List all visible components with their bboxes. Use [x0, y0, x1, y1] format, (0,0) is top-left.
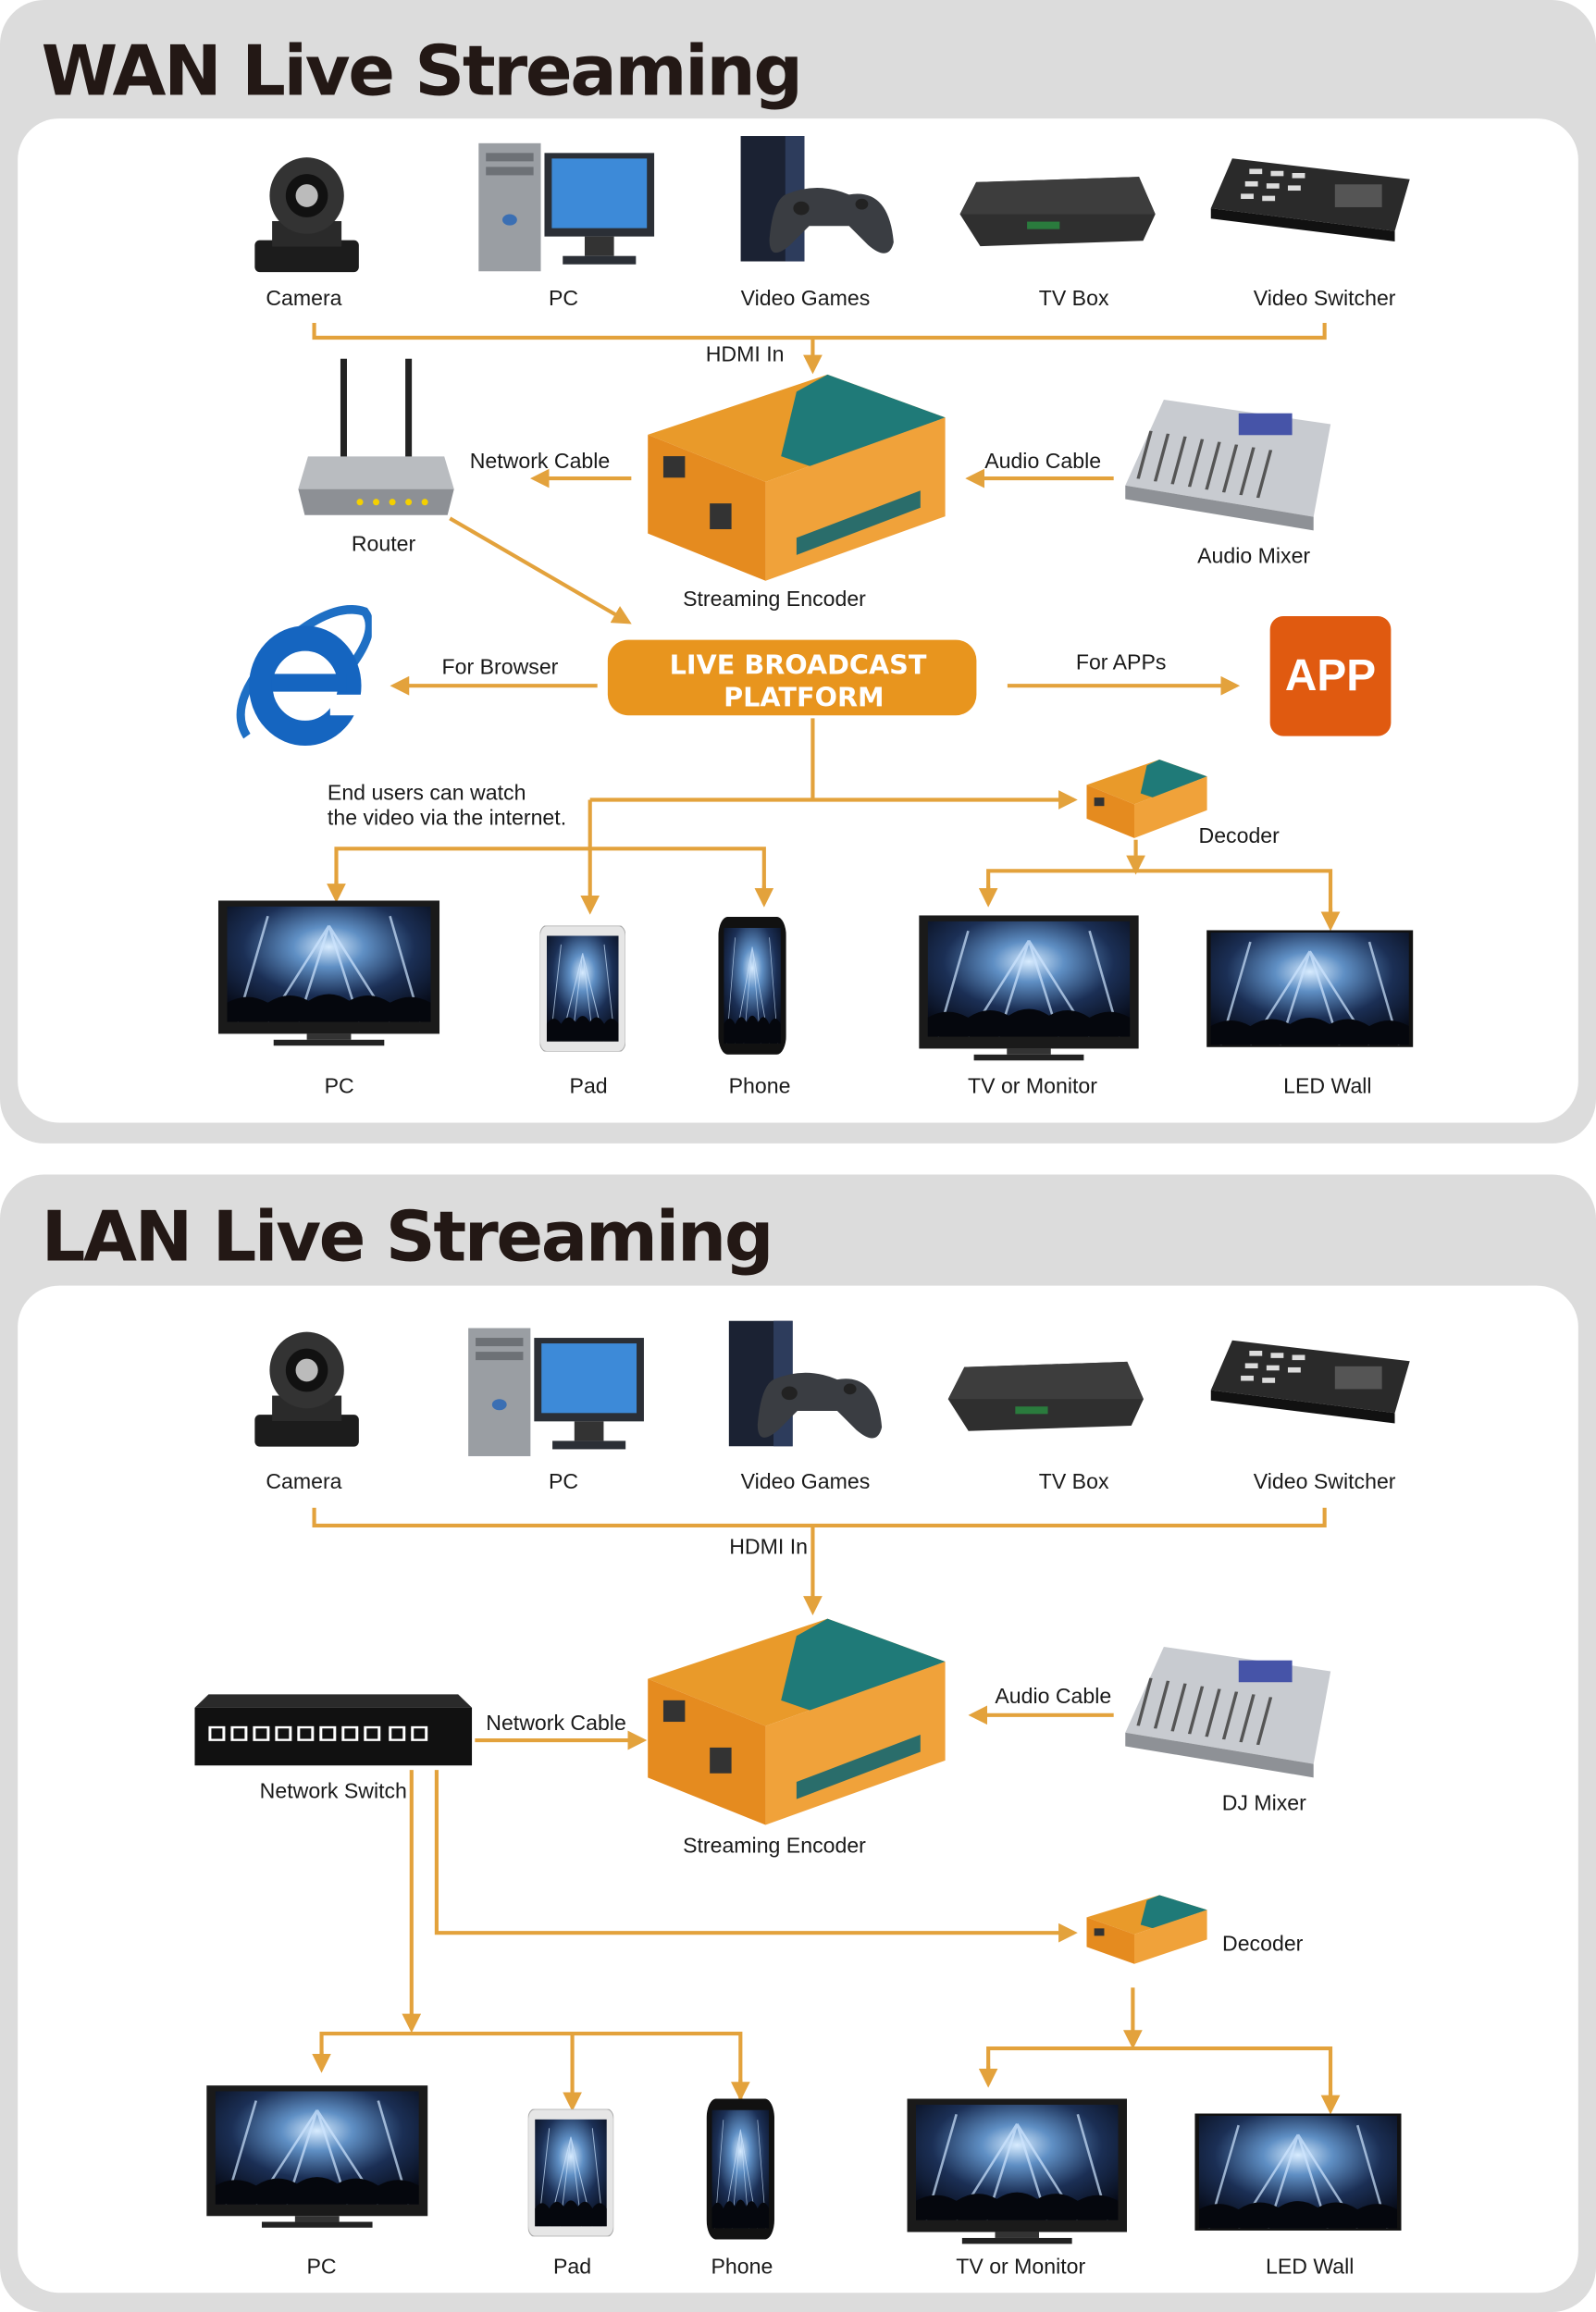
output-label-tv: TV or Monitor — [956, 2254, 1085, 2278]
source-label-tv-box: TV Box — [1039, 1469, 1109, 1493]
encoder-label: Streaming Encoder — [683, 1834, 866, 1858]
output-label-led-wall: LED Wall — [1266, 2254, 1354, 2278]
source-label-video-switcher: Video Switcher — [1254, 286, 1396, 310]
encoder-label: Streaming Encoder — [683, 587, 866, 611]
output-label-led-wall: LED Wall — [1283, 1073, 1371, 1097]
audio-mixer-label: Audio Mixer — [1197, 543, 1310, 567]
network-switch-icon — [194, 1694, 473, 1766]
led-wall-icon — [1206, 930, 1413, 1046]
source-label-camera: Camera — [266, 286, 341, 310]
end-users-line2: the video via the internet. — [328, 806, 566, 830]
pc-monitor-icon — [218, 900, 439, 1045]
pad-icon — [540, 926, 625, 1052]
tv-icon — [907, 2098, 1127, 2244]
hdmi-bus-line — [312, 322, 1327, 340]
source-label-video-switcher: Video Switcher — [1254, 1469, 1396, 1493]
dj-mixer-label: DJ Mixer — [1222, 1790, 1306, 1814]
tv-icon — [919, 915, 1139, 1060]
hdmi-bus-line — [312, 1507, 1327, 1528]
decoder-label: Decoder — [1222, 1931, 1304, 1955]
devices-split-line — [319, 2031, 743, 2101]
source-label-tv-box: TV Box — [1039, 286, 1109, 310]
source-label-video-games: Video Games — [741, 1469, 871, 1493]
output-label-tv: TV or Monitor — [968, 1073, 1097, 1097]
source-label-camera: Camera — [266, 1469, 341, 1493]
platform-line2: PLATFORM — [724, 682, 884, 713]
tv-box-icon — [947, 1361, 1144, 1431]
lan-title: LAN Live Streaming — [42, 1195, 772, 1277]
output-label-phone: Phone — [711, 2254, 773, 2278]
lan-section: LAN Live Streaming Camera PC Video Games… — [0, 1174, 1596, 2312]
pad-icon — [528, 2109, 613, 2237]
audio-cable-label: Audio Cable — [995, 1684, 1111, 1708]
pc-monitor-icon — [206, 2085, 427, 2228]
router-to-platform-arrow — [449, 516, 632, 624]
output-label-pc: PC — [325, 1073, 354, 1097]
hdmi-in-label: HDMI In — [706, 342, 785, 366]
end-users-line1: End users can watch — [328, 780, 526, 804]
source-label-pc: PC — [549, 1469, 578, 1493]
output-label-phone: Phone — [729, 1073, 791, 1097]
for-apps-label: For APPs — [1076, 650, 1167, 674]
network-switch-label: Network Switch — [260, 1778, 407, 1802]
decoder-label: Decoder — [1199, 823, 1281, 847]
router-label: Router — [352, 531, 416, 555]
for-browser-label: For Browser — [442, 654, 559, 678]
app-tile: APP — [1269, 615, 1392, 736]
phone-icon — [718, 917, 786, 1055]
app-label: APP — [1285, 651, 1376, 700]
live-broadcast-platform: LIVE BROADCAST PLATFORM — [607, 639, 977, 716]
wan-section: WAN Live Streaming Camera PC Video Games… — [0, 0, 1596, 1144]
source-label-pc: PC — [549, 286, 578, 310]
tv-box-icon — [959, 177, 1156, 247]
source-label-video-games: Video Games — [741, 286, 871, 310]
phone-icon — [707, 2098, 774, 2239]
platform-line1: LIVE BROADCAST — [670, 649, 927, 680]
pc-phone-line — [334, 847, 766, 904]
network-cable-label: Network Cable — [486, 1711, 626, 1735]
hdmi-in-label: HDMI In — [729, 1534, 808, 1558]
output-label-pad: Pad — [570, 1073, 608, 1097]
output-label-pad: Pad — [553, 2254, 591, 2278]
output-label-pc: PC — [306, 2254, 336, 2278]
switch-to-decoder-arrow — [434, 1770, 1078, 1943]
network-cable-label: Network Cable — [470, 449, 611, 473]
audio-cable-label: Audio Cable — [984, 449, 1101, 473]
wan-title: WAN Live Streaming — [42, 30, 801, 111]
led-wall-icon — [1194, 2113, 1401, 2230]
